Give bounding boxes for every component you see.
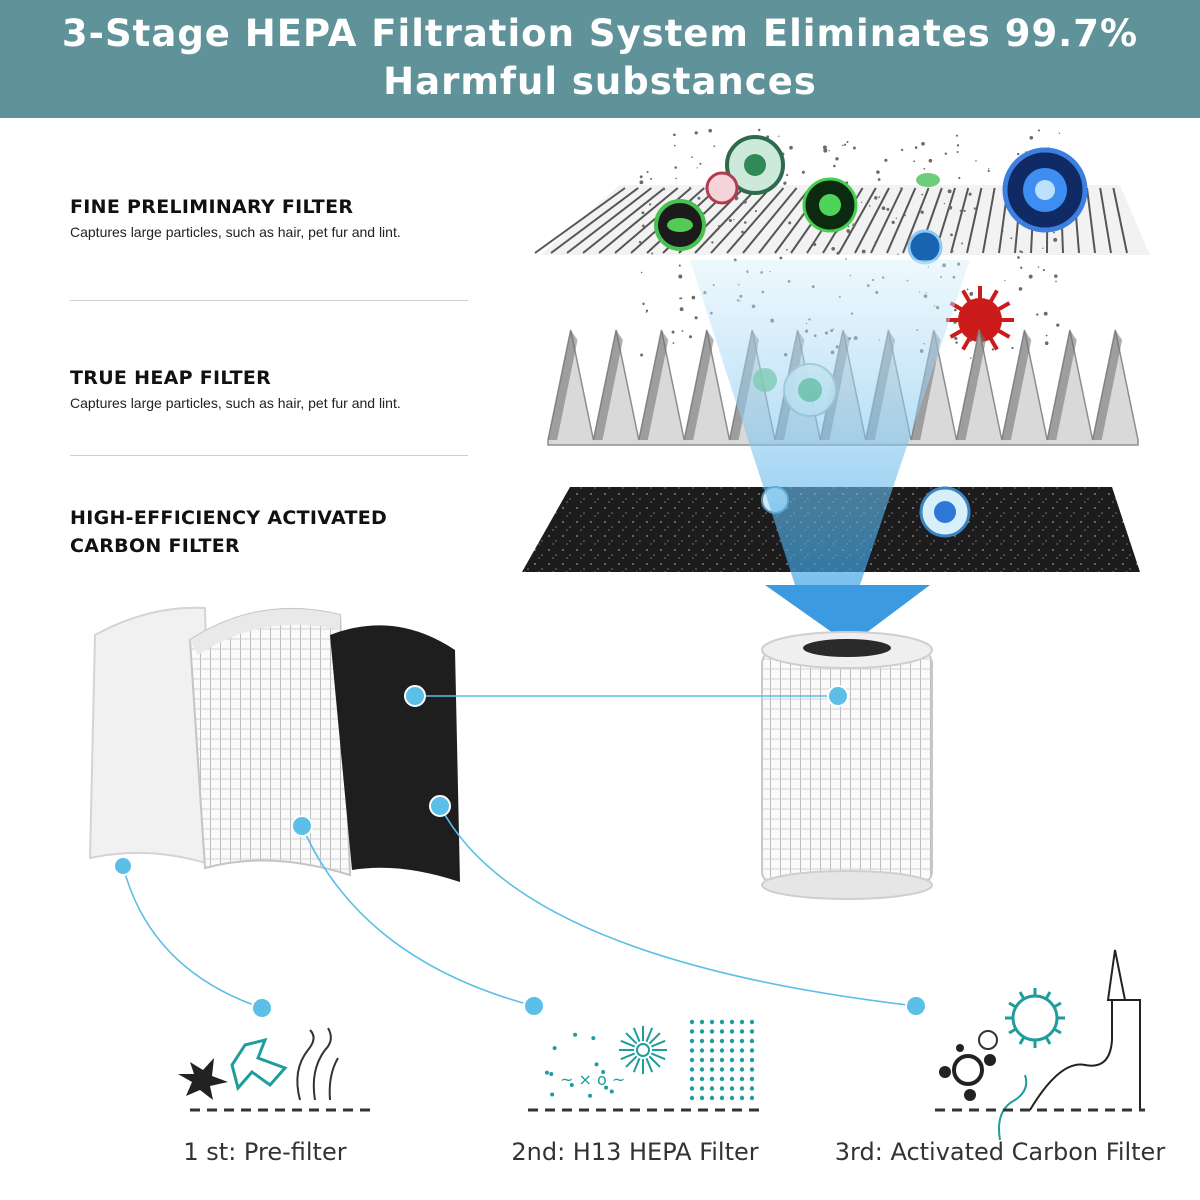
stage-2-desc: Captures large particles, such as hair, … <box>70 395 401 411</box>
stage-1-desc: Captures large particles, such as hair, … <box>70 224 401 240</box>
caption-pre-filter: 1 st: Pre-filter <box>183 1138 347 1166</box>
stage-3-title: HIGH-EFFICIENCY ACTIVATED <box>70 507 388 529</box>
connector-dots <box>113 685 927 1019</box>
spore-icon <box>916 173 940 187</box>
exploded-carbon-filter <box>330 625 460 882</box>
caption-hepa-filter: 2nd: H13 HEPA Filter <box>511 1138 759 1166</box>
virus-icon <box>907 229 943 265</box>
pre-filter-icon <box>178 1027 375 1112</box>
stage-2-title: TRUE HEAP FILTER <box>70 367 272 389</box>
carbon-filter-icon <box>935 949 1145 1141</box>
particles <box>638 128 1088 359</box>
hepa-filter-icon: ~ × o ~ <box>528 1019 765 1112</box>
filter-cartridge <box>761 631 933 900</box>
header-title-line2: Harmful substances <box>383 60 817 103</box>
header-banner: 3-Stage HEPA Filtration System Eliminate… <box>0 0 1200 118</box>
connector-lines <box>122 695 917 1009</box>
stage-2-text: TRUE HEAP FILTER Captures large particle… <box>70 367 401 411</box>
stage-3-title-line2: CARBON FILTER <box>70 535 240 557</box>
exploded-hepa-filter <box>188 607 352 877</box>
header-title-line1: 3-Stage HEPA Filtration System Eliminate… <box>61 12 1139 55</box>
caption-carbon-filter: 3rd: Activated Carbon Filter <box>834 1138 1166 1166</box>
svg-text:~ × o ~: ~ × o ~ <box>560 1070 625 1089</box>
stage-1-title: FINE PRELIMINARY FILTER <box>70 196 354 218</box>
bacteria-icon <box>705 171 739 205</box>
stage-divider-1 <box>70 300 468 301</box>
stage-divider-2 <box>70 455 468 456</box>
airflow-arrow <box>690 260 970 645</box>
stage-1-text: FINE PRELIMINARY FILTER Captures large p… <box>70 196 401 240</box>
stage-3-text: HIGH-EFFICIENCY ACTIVATED CARBON FILTER <box>70 507 387 557</box>
